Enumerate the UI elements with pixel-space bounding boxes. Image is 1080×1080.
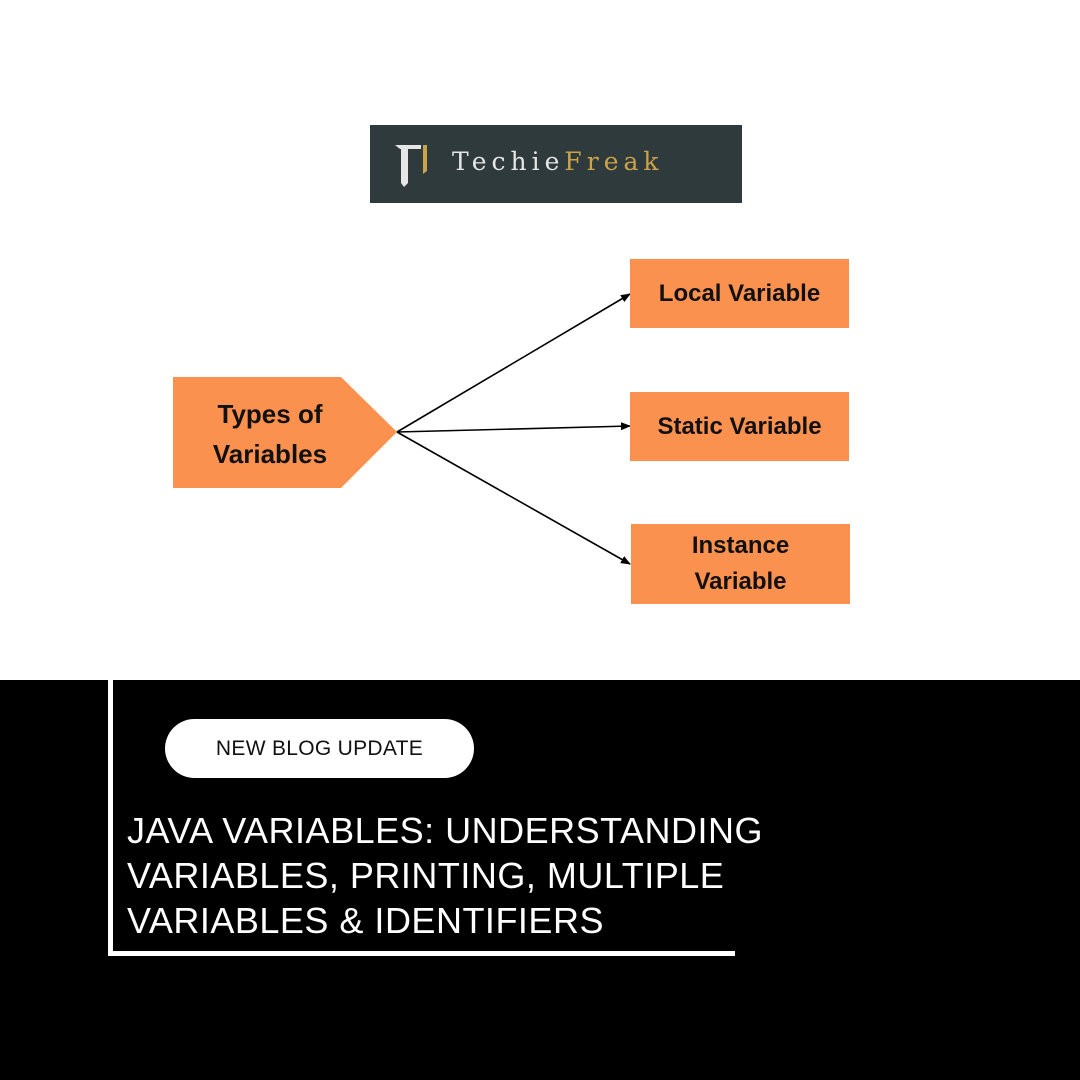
headline-line-3: VARIABLES & IDENTIFIERS: [127, 900, 604, 941]
logo-word-freak: Freak: [564, 147, 664, 176]
local-variable-box: Local Variable: [630, 259, 849, 328]
headline-line-1: JAVA VARIABLES: UNDERSTANDING: [127, 810, 763, 851]
techiefreak-t-logo-icon: [395, 145, 427, 187]
instance-variable-label: Instance Variable: [691, 532, 790, 595]
types-of-variables-label: Types of Variables: [190, 394, 350, 474]
frame-left-line: [108, 680, 113, 956]
instance-variable-box: Instance Variable: [631, 524, 850, 604]
arrow-to-static-variable: [396, 422, 631, 433]
techiefreak-logo: TechieFreak: [370, 125, 742, 203]
static-variable-box: Static Variable: [630, 392, 849, 461]
types-of-variables-text: Types of Variables: [212, 399, 328, 469]
new-blog-update-badge: NEW BLOG UPDATE: [165, 719, 474, 778]
arrow-to-instance-variable: [396, 431, 631, 565]
badge-label: NEW BLOG UPDATE: [215, 736, 424, 760]
frame-bottom-line: [108, 951, 735, 956]
headline-line-2: VARIABLES, PRINTING, MULTIPLE: [127, 855, 725, 896]
variable-types-diagram: [173, 293, 631, 565]
local-variable-label: Local Variable: [658, 279, 821, 307]
arrow-to-local-variable: [396, 293, 631, 433]
blog-headline: JAVA VARIABLES: UNDERSTANDING VARIABLES,…: [127, 808, 887, 943]
static-variable-label: Static Variable: [657, 412, 822, 440]
logo-wordmark: TechieFreak: [452, 147, 664, 176]
logo-word-techie: Techie: [452, 147, 565, 176]
types-of-variables-shape: [173, 377, 397, 488]
